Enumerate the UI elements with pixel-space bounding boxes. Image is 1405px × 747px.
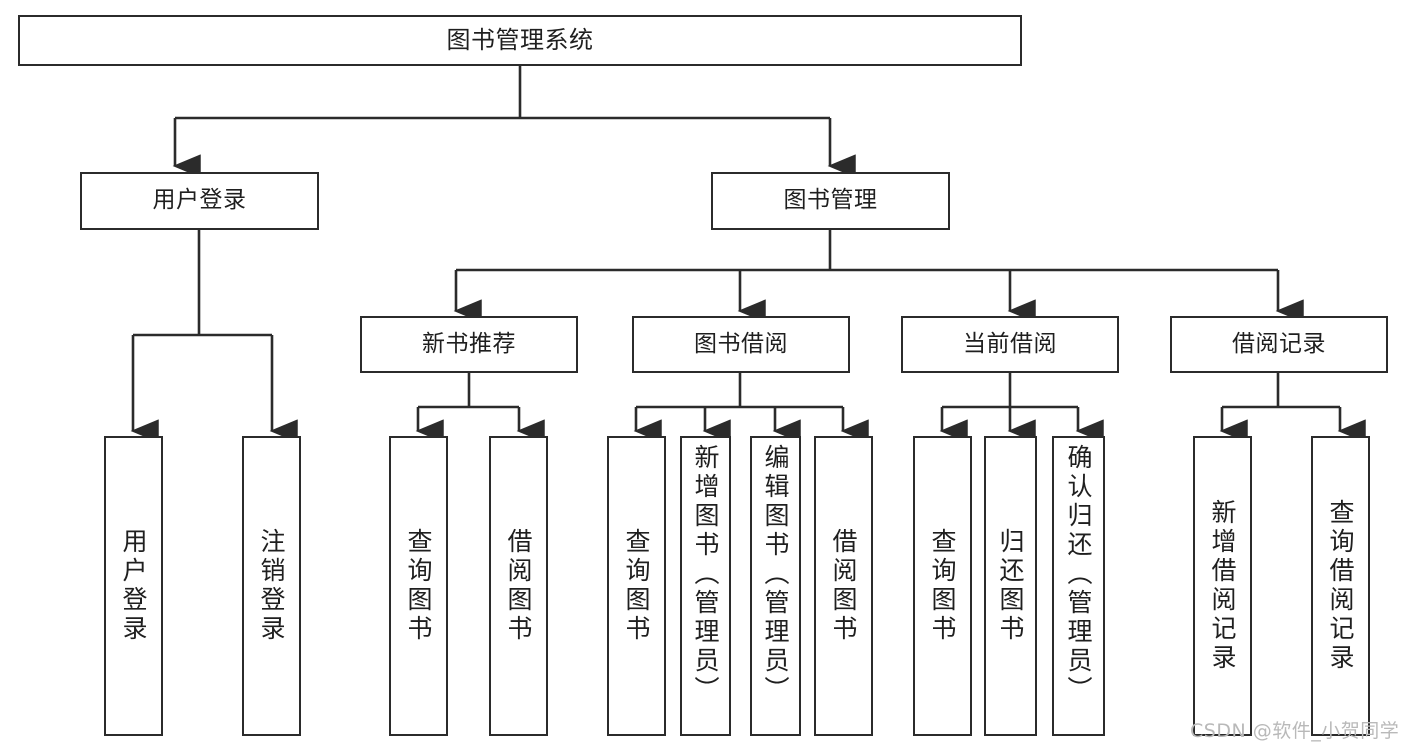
node-label: 借阅图书 bbox=[829, 528, 858, 644]
node-label: 新增图书（管理员） bbox=[691, 444, 720, 705]
leaf-query-book-borrow[interactable]: 查询图书 bbox=[607, 436, 666, 736]
node-label: 归还图书 bbox=[996, 528, 1025, 644]
node-book-management[interactable]: 图书管理 bbox=[711, 172, 950, 230]
node-label: 新增借阅记录 bbox=[1208, 499, 1237, 673]
leaf-logout[interactable]: 注销登录 bbox=[242, 436, 301, 736]
node-label: 查询图书 bbox=[404, 528, 433, 644]
node-user-login[interactable]: 用户登录 bbox=[80, 172, 319, 230]
node-label: 图书借阅 bbox=[694, 330, 788, 357]
node-label: 借阅记录 bbox=[1232, 330, 1326, 357]
leaf-add-borrow-record[interactable]: 新增借阅记录 bbox=[1193, 436, 1252, 736]
node-borrow-record[interactable]: 借阅记录 bbox=[1170, 316, 1388, 373]
leaf-user-login[interactable]: 用户登录 bbox=[104, 436, 163, 736]
csdn-watermark: CSDN @软件_小贺同学 bbox=[1190, 720, 1400, 742]
node-book-borrow[interactable]: 图书借阅 bbox=[632, 316, 850, 373]
node-new-book-recommend[interactable]: 新书推荐 bbox=[360, 316, 578, 373]
node-label: 编辑图书（管理员） bbox=[761, 444, 790, 705]
node-root-book-management-system[interactable]: 图书管理系统 bbox=[18, 15, 1022, 66]
node-label: 借阅图书 bbox=[504, 528, 533, 644]
leaf-query-borrow-record[interactable]: 查询借阅记录 bbox=[1311, 436, 1370, 736]
node-label: 用户登录 bbox=[152, 187, 247, 214]
node-label: 当前借阅 bbox=[963, 330, 1057, 357]
leaf-borrow-book-recommend[interactable]: 借阅图书 bbox=[489, 436, 548, 736]
node-label: 确认归还（管理员） bbox=[1064, 444, 1093, 705]
leaf-edit-book-admin[interactable]: 编辑图书（管理员） bbox=[750, 436, 801, 736]
node-label: 注销登录 bbox=[257, 528, 286, 644]
leaf-query-book-current[interactable]: 查询图书 bbox=[913, 436, 972, 736]
leaf-add-book-admin[interactable]: 新增图书（管理员） bbox=[680, 436, 731, 736]
node-label: 图书管理系统 bbox=[446, 26, 594, 55]
node-label: 图书管理 bbox=[783, 187, 878, 214]
node-label: 查询图书 bbox=[928, 528, 957, 644]
leaf-confirm-return-admin[interactable]: 确认归还（管理员） bbox=[1052, 436, 1105, 736]
node-label: 用户登录 bbox=[119, 528, 148, 644]
node-label: 新书推荐 bbox=[422, 330, 516, 357]
node-label: 查询图书 bbox=[622, 528, 651, 644]
node-label: 查询借阅记录 bbox=[1326, 499, 1355, 673]
leaf-query-book-recommend[interactable]: 查询图书 bbox=[389, 436, 448, 736]
node-current-borrow[interactable]: 当前借阅 bbox=[901, 316, 1119, 373]
leaf-borrow-book[interactable]: 借阅图书 bbox=[814, 436, 873, 736]
leaf-return-book[interactable]: 归还图书 bbox=[984, 436, 1037, 736]
